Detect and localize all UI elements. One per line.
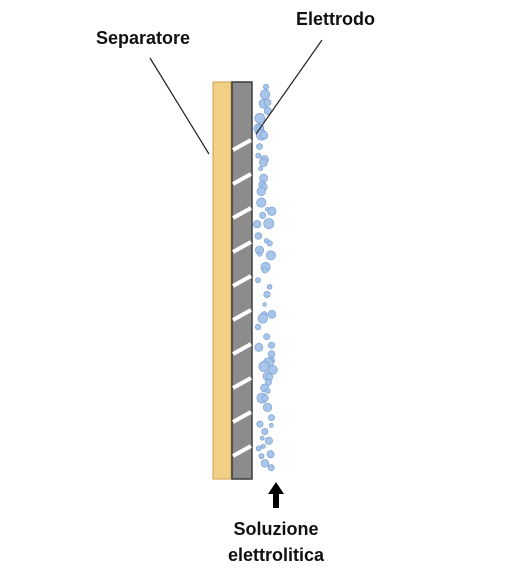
electrolyte-bubble [254, 232, 263, 240]
electrolyte-bubble [259, 435, 265, 441]
electrolyte-bubble [256, 143, 263, 150]
electrolyte-bubble [261, 267, 269, 274]
electrolyte-bubble [263, 290, 271, 298]
electrode-pore [232, 138, 252, 152]
electrode-pore [232, 274, 252, 288]
electrolyte-bubble [266, 240, 273, 247]
electrolyte-bubble [265, 207, 270, 212]
electrolyte-bubble [260, 131, 269, 140]
separator-strip [212, 81, 232, 480]
electrolyte-bubble [265, 250, 276, 261]
electrode-pore [232, 444, 252, 458]
electrolyte-bubble [258, 453, 265, 459]
electrolyte-bubble [259, 158, 268, 167]
electrolyte-bubble [253, 220, 262, 229]
electrolyte-bubble [263, 98, 272, 107]
electrode-pore [232, 342, 252, 356]
electrolyte-bubble [263, 333, 270, 340]
electrode-pore [232, 308, 252, 322]
electrolyte-bubble [255, 324, 262, 331]
electrolyte-bubbles [253, 83, 278, 472]
electrolyte-bubble [264, 388, 271, 394]
electrolyte-bubble [255, 445, 262, 452]
electrode-pore [232, 240, 252, 254]
electrode-pore [232, 206, 252, 220]
electrolyte-bubble [262, 402, 273, 413]
separator-leader-line [149, 57, 210, 155]
electrolyte-bubble [268, 414, 275, 421]
electrode-leader-line [255, 39, 323, 135]
electrolyte-bubble [262, 302, 267, 307]
electrolyte-bubble [259, 173, 268, 183]
electrolyte-solution-label-line1: Soluzione [233, 519, 319, 539]
electrode-pore [232, 376, 252, 390]
electrolyte-bubble [266, 284, 273, 290]
electrolyte-bubble [266, 450, 275, 459]
electrolyte-bubble [261, 394, 269, 402]
electrolyte-bubble [267, 464, 275, 472]
arrow-up-icon [268, 482, 284, 508]
electrode-pore [232, 172, 252, 186]
electrolyte-bubble [257, 313, 268, 324]
electrode-label: Elettrodo [296, 9, 375, 29]
electrolyte-bubble [263, 83, 269, 90]
electrolyte-bubble [257, 251, 263, 257]
electrolyte-bubble [267, 341, 275, 349]
separator-label: Separatore [96, 28, 191, 48]
electrolyte-bubble [254, 113, 266, 124]
electrolyte-bubble [260, 443, 266, 449]
electrolyte-solution-label-line2: elettrolitica [227, 545, 325, 565]
electrolyte-bubble [259, 211, 267, 219]
electrolyte-bubble [254, 342, 264, 352]
electrolyte-bubble [264, 436, 273, 445]
electrolyte-bubble [255, 277, 261, 283]
electrolyte-bubble [267, 350, 276, 358]
electrolyte-bubble [268, 422, 274, 428]
electrolyte-bubble [256, 197, 267, 208]
electrolyte-bubble [261, 427, 269, 435]
electrolyte-bubble [260, 459, 270, 468]
electrode-pore [232, 410, 252, 424]
electrolyte-bubble [256, 420, 264, 428]
electrolyte-bubble [260, 89, 271, 100]
electrolyte-bubble [258, 361, 270, 372]
electrolyte-bubble [263, 218, 275, 229]
electrolyte-bubble [267, 309, 277, 319]
electrolyte-bubble [256, 186, 266, 196]
electrode-pores [232, 138, 252, 458]
electrolyte-bubble [255, 152, 262, 159]
electrolyte-bubble [265, 378, 272, 386]
electrolyte-solution-label: Soluzione elettrolitica [216, 516, 336, 568]
electrolyte-bubble [258, 166, 263, 172]
